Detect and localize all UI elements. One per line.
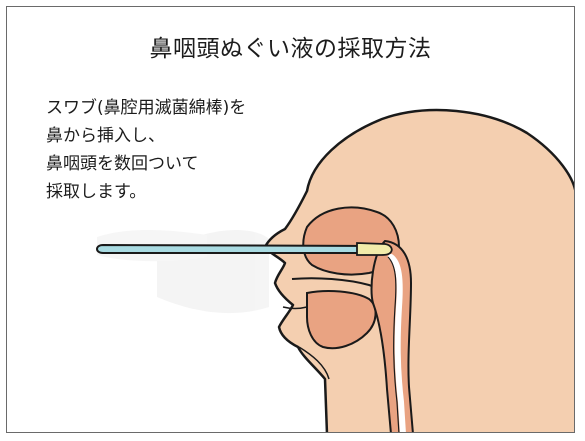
head-skin (265, 110, 575, 433)
human-head-cross-section-icon (265, 110, 575, 433)
swab-tip (357, 243, 392, 255)
diagram-card: 鼻咽頭ぬぐい液の採取方法 スワブ(鼻腔用滅菌綿棒)を 鼻から挿入し、 鼻咽頭を数… (6, 6, 575, 433)
head-cross-section-illustration (7, 7, 575, 433)
swab-shaft (97, 245, 377, 253)
